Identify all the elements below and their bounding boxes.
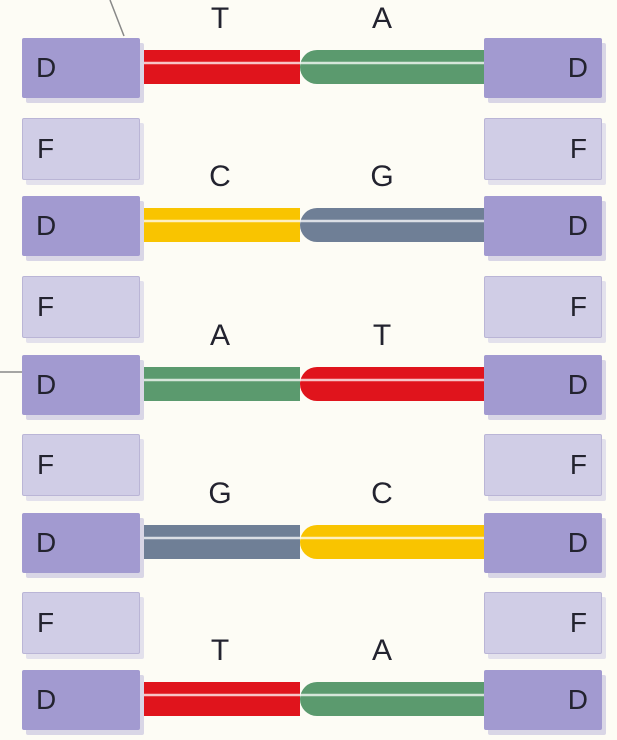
left-sugar-box: D [22,670,140,730]
right-base-segment [300,682,484,716]
right-base-label: A [352,634,412,668]
left-base-label: T [190,634,250,668]
right-sugar-box: D [484,670,602,730]
